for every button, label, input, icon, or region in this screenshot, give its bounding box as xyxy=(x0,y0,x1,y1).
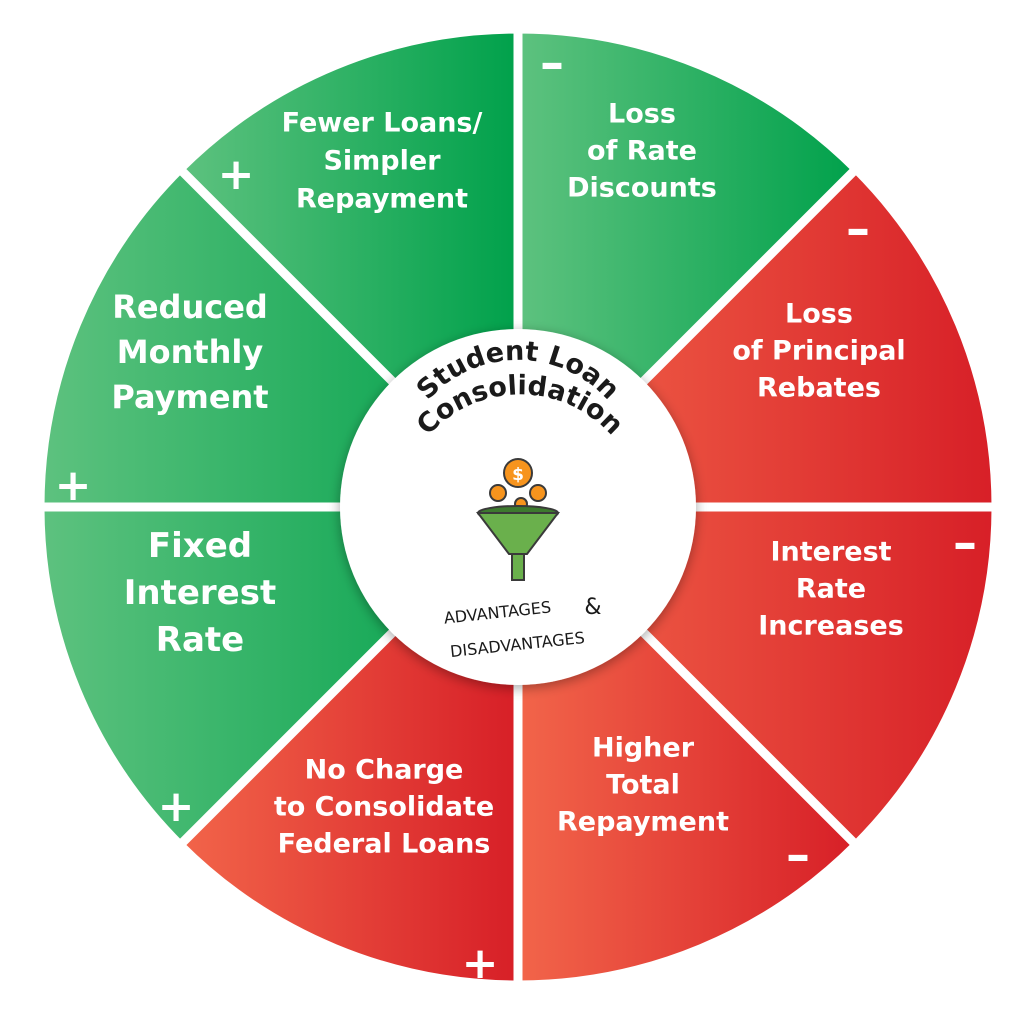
segment-loss-principal-rebates-label-line-2: of Principal xyxy=(732,335,905,366)
segment-fixed-interest-rate-label-line-1: Fixed xyxy=(148,526,252,566)
minus-sign-icon: – xyxy=(953,515,977,571)
segment-reduced-monthly-payment-label-line-3: Payment xyxy=(111,378,268,416)
segment-no-charge-consolidate-label-line-2: to Consolidate xyxy=(274,791,494,822)
coin-funnel-icon: $ xyxy=(475,458,561,581)
segment-higher-total-repayment-label-line-3: Repayment xyxy=(557,806,729,837)
segment-no-charge-consolidate-label-line-1: No Charge xyxy=(305,754,464,785)
segment-loss-rate-discounts-label-line-1: Loss xyxy=(608,98,676,129)
plus-sign-icon: + xyxy=(218,149,255,200)
segment-loss-principal-rebates-label-line-3: Rebates xyxy=(757,372,881,403)
segment-loss-rate-discounts-label-line-2: of Rate xyxy=(587,135,697,166)
minus-sign-icon: – xyxy=(846,201,870,257)
segment-interest-rate-increases-label-line-2: Rate xyxy=(796,573,866,604)
segment-no-charge-consolidate-label-line-3: Federal Loans xyxy=(278,828,491,859)
plus-sign-icon: + xyxy=(158,781,195,832)
minus-sign-icon: – xyxy=(786,827,810,883)
segment-fixed-interest-rate-label-line-2: Interest xyxy=(124,573,277,613)
plus-sign-icon: + xyxy=(462,938,499,989)
segment-loss-rate-discounts-label-line-3: Discounts xyxy=(567,172,717,203)
segment-interest-rate-increases-label-line-3: Increases xyxy=(758,610,904,641)
segment-fewer-loans-label-line-3: Repayment xyxy=(296,183,468,214)
svg-text:$: $ xyxy=(512,465,524,485)
plus-sign-icon: + xyxy=(55,460,92,511)
segment-fixed-interest-rate-label-line-3: Rate xyxy=(156,620,244,660)
center-ampersand: & xyxy=(584,595,601,620)
segment-loss-principal-rebates-label-line-1: Loss xyxy=(785,298,853,329)
segment-fewer-loans-label-line-2: Simpler xyxy=(323,145,441,176)
segment-higher-total-repayment-label-line-1: Higher xyxy=(592,732,695,763)
segment-reduced-monthly-payment-label-line-2: Monthly xyxy=(117,333,264,371)
segment-higher-total-repayment-label-line-2: Total xyxy=(606,769,680,800)
segment-reduced-monthly-payment-label-line-1: Reduced xyxy=(112,288,268,326)
segment-interest-rate-increases-label-line-1: Interest xyxy=(770,536,891,567)
minus-sign-icon: – xyxy=(540,35,564,91)
center-hub: Student Loan Consolidation $ ADVANTAGES … xyxy=(340,329,696,685)
segment-fewer-loans-label-line-1: Fewer Loans/ xyxy=(282,107,483,138)
